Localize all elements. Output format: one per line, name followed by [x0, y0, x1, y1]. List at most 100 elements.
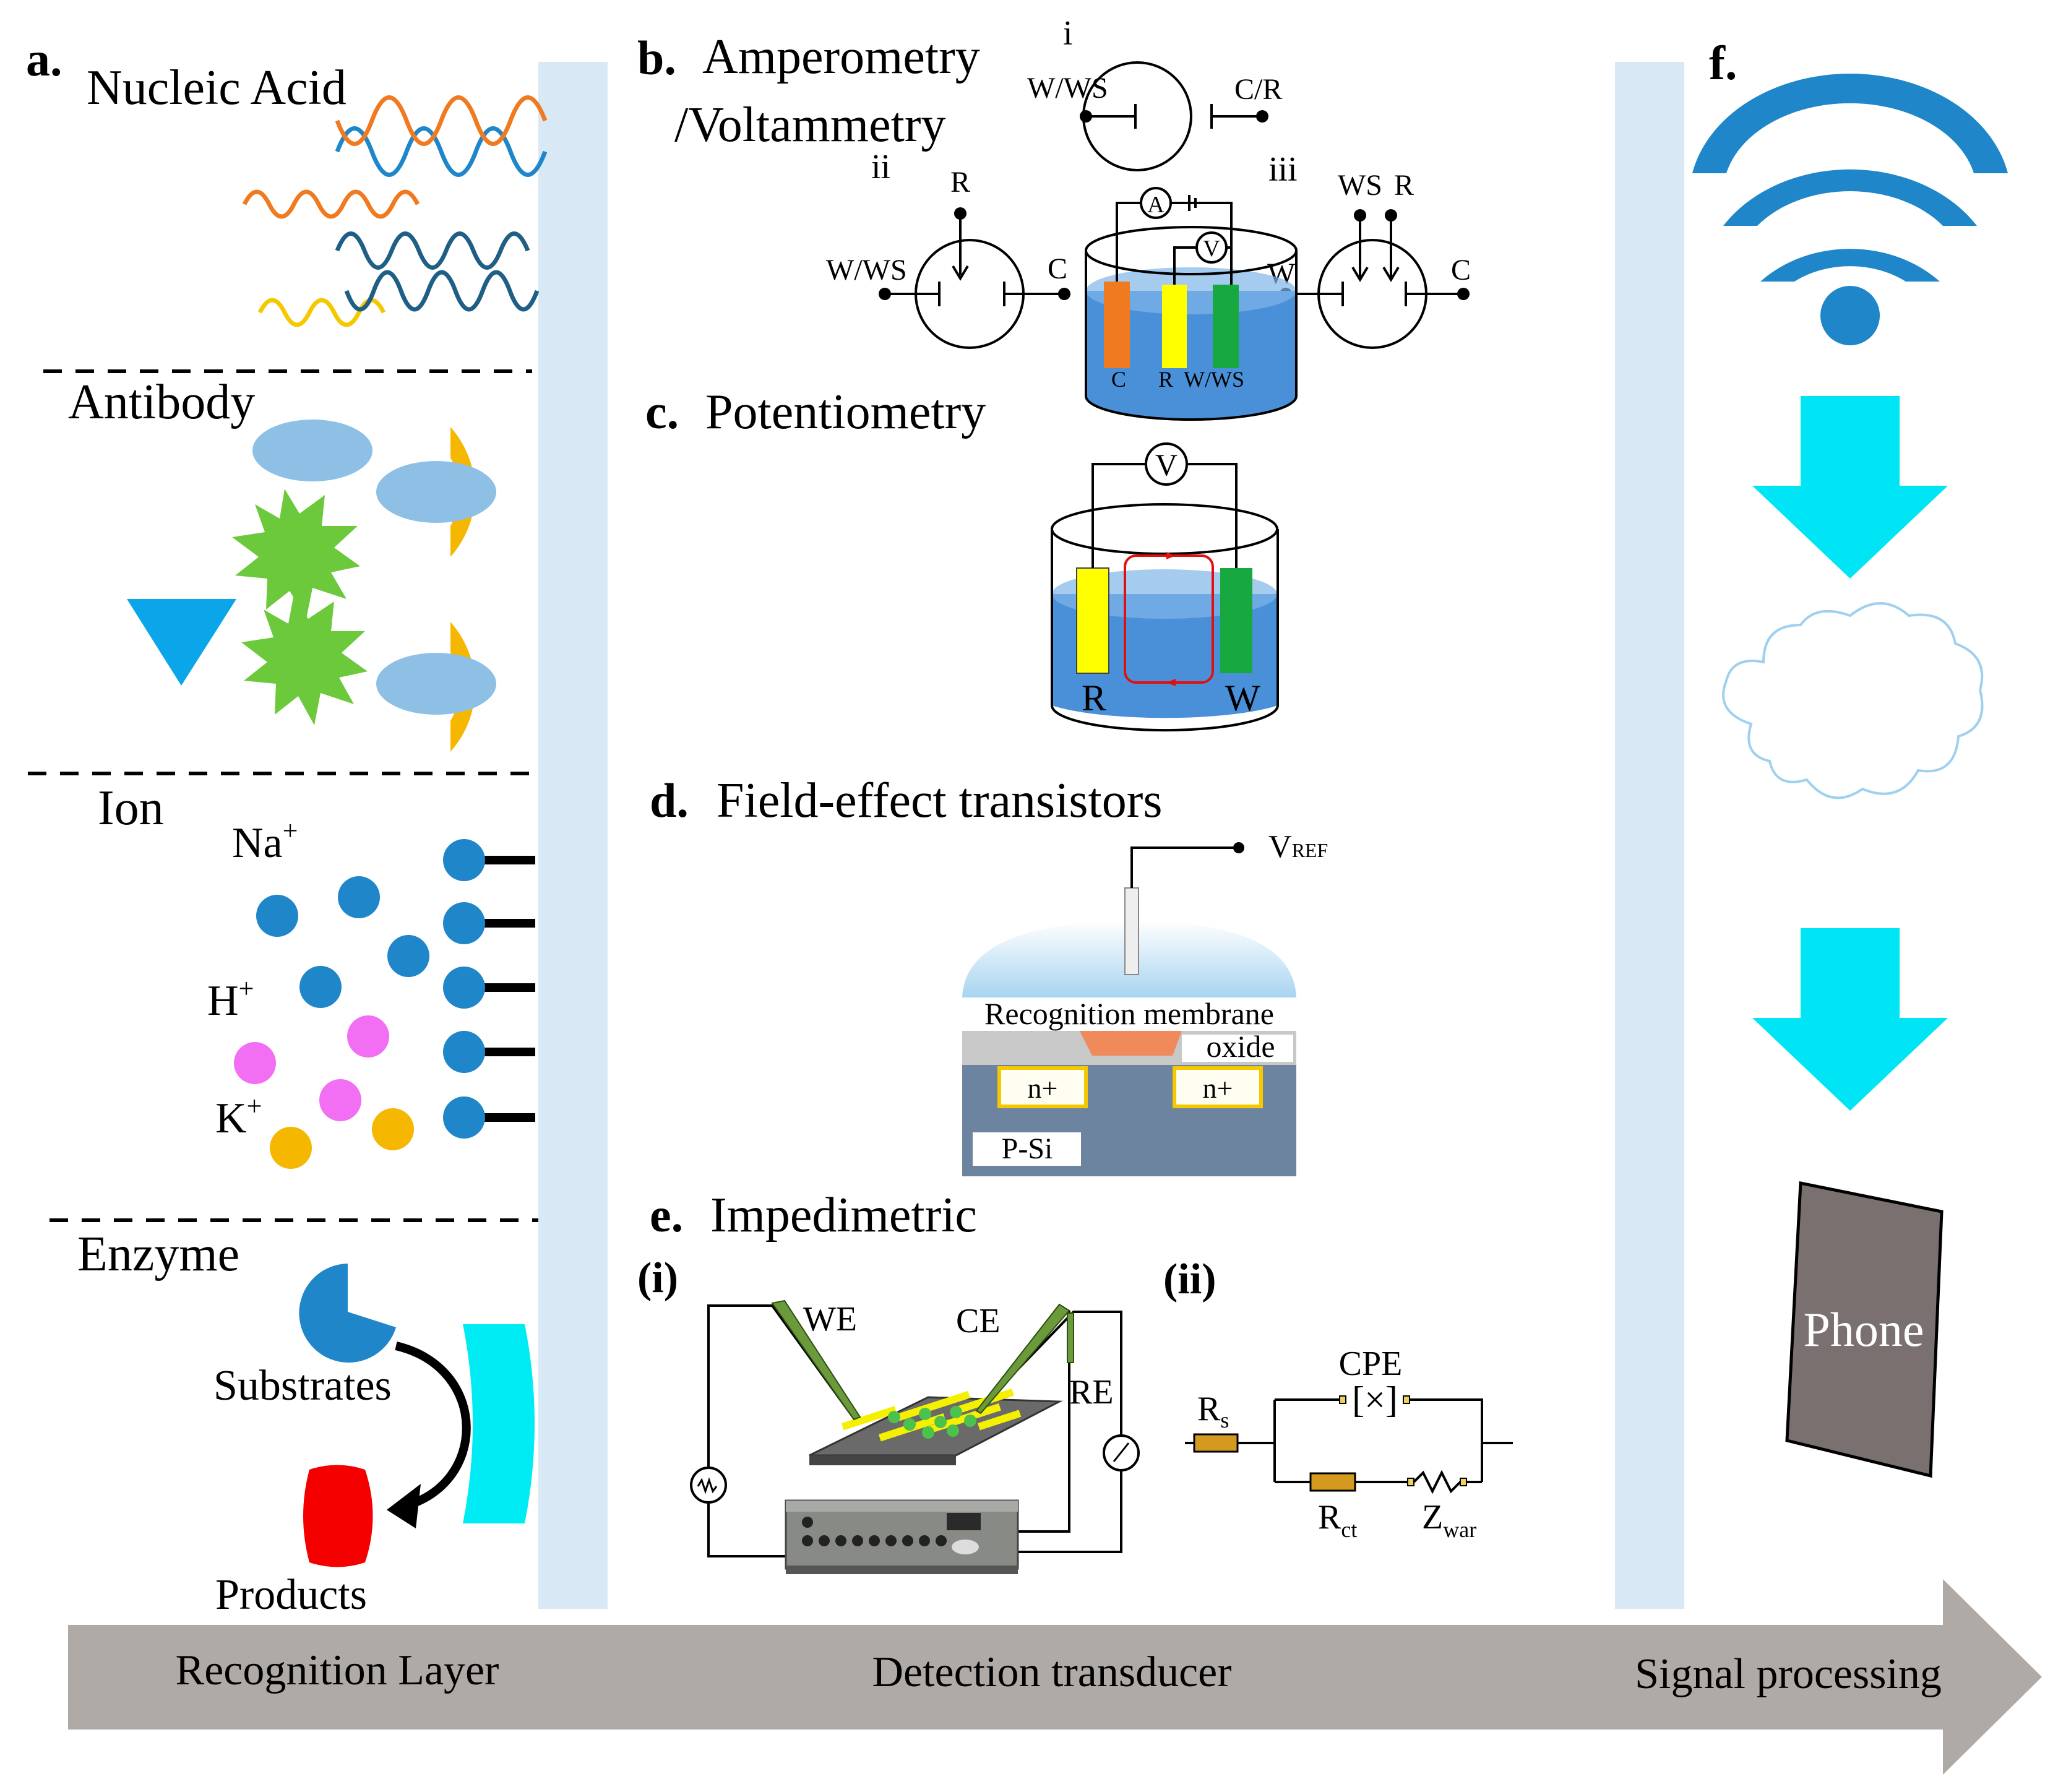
cpe-label: CPE: [1339, 1345, 1403, 1383]
ce-label: CE: [956, 1302, 1001, 1340]
wifi-icon: [1692, 74, 2008, 345]
resistor-rs: [1193, 1433, 1239, 1453]
psi-label: P-Si: [1002, 1132, 1053, 1165]
oxide-label: oxide: [1206, 1029, 1275, 1064]
panel-e-title: Impedimetric: [710, 1188, 977, 1243]
panel-a-letter: a.: [26, 32, 62, 86]
electrode-c-w: [1220, 568, 1252, 673]
rs-label: Rs: [1197, 1390, 1229, 1432]
free-ions: [234, 876, 429, 1169]
process-arrow: Recognition Layer Detection transducer S…: [68, 1579, 2042, 1775]
panel-f-letter: f.: [1709, 36, 1737, 90]
panel-c-letter: c.: [645, 385, 679, 439]
potentiostat: [785, 1499, 1019, 1574]
enzyme-label: Enzyme: [77, 1227, 239, 1282]
panel-e-letter: e.: [650, 1188, 683, 1242]
circuit-ii-right: C: [1048, 252, 1067, 285]
cpe-symbol: [×]: [1352, 1379, 1398, 1420]
electrode-r: [1162, 285, 1187, 368]
probe-ce: [975, 1303, 1070, 1415]
divider-left: [538, 62, 608, 1609]
antibody-label: Antibody: [68, 375, 255, 429]
beaker-c: V R W: [1051, 442, 1279, 732]
warburg-element: [1413, 1470, 1462, 1494]
green-star-1: [232, 489, 360, 619]
impedance-setup: WE CE RE: [690, 1299, 1140, 1574]
arrow-label-signal: Signal processing: [1635, 1650, 1942, 1698]
reaction-arrow: [395, 1342, 471, 1511]
enzyme-drawings: Substrates Products: [213, 1264, 535, 1619]
antigen-ellipse-1: [252, 420, 372, 481]
equivalent-circuit: [×] Rs CPE Rct Zwar: [1185, 1345, 1513, 1542]
electrode-c: [1104, 282, 1130, 368]
triangle-antigen: [127, 599, 236, 686]
panel-b-title-2: /Voltammetry: [674, 98, 945, 152]
panel-b: b. Amperometry /Voltammetry i W/WS C/R i…: [637, 14, 1471, 421]
recognition-membrane-layer: [962, 997, 1296, 1031]
arrow-label-detection: Detection transducer: [872, 1648, 1231, 1696]
products-label: Products: [215, 1571, 367, 1619]
vref-label: VREF: [1268, 829, 1328, 864]
down-arrow-icon-1: [1752, 396, 1948, 579]
ion-na-label: Na+: [232, 816, 298, 867]
circuit-iii-top-r: R: [1394, 169, 1414, 202]
ammeter: [1140, 187, 1172, 219]
antibody-drawings: [127, 420, 496, 752]
voltmeter-b: [1195, 231, 1228, 264]
panel-d-letter: d.: [650, 773, 689, 827]
panel-c: c. Potentiometry V R W: [645, 385, 1279, 732]
enzyme-crescent: [463, 1324, 535, 1523]
roman-ii: ii: [871, 148, 890, 186]
electrode-c-r-label: R: [1082, 678, 1106, 718]
voltmeter-b-label: V: [1203, 236, 1220, 262]
voltmeter-c-label: V: [1155, 447, 1177, 482]
green-star-2: [241, 594, 368, 725]
we-label: WE: [803, 1300, 857, 1338]
n-plus-left: [997, 1066, 1088, 1108]
roman-iii: iii: [1268, 150, 1298, 189]
panel-e: e. Impedimetric (i) (ii): [637, 1188, 1513, 1574]
ion-label: Ion: [98, 781, 164, 835]
zwar-label: Zwar: [1422, 1498, 1476, 1542]
circuit-ii-left: W/WS: [826, 254, 907, 286]
circuit-iii-right: C: [1451, 254, 1471, 286]
membrane-label: Recognition membrane: [984, 996, 1274, 1031]
ion-h-label: H+: [207, 973, 254, 1025]
ac-source: [690, 1467, 727, 1504]
electrode-w: [1213, 285, 1239, 368]
fet-device: VREF Recognition membrane oxide n+ n+ P-…: [962, 829, 1328, 1176]
panel-e-sub-i: (i): [637, 1254, 678, 1302]
antigen-ellipse-2: [376, 461, 496, 523]
down-arrow-icon-2: [1752, 928, 1948, 1111]
electrode-w-label: W/WS: [1184, 367, 1244, 392]
cloud-icon: [1722, 602, 1984, 799]
circuit-i-left: W/WS: [1027, 72, 1108, 105]
electrode-c-r: [1076, 567, 1109, 674]
circuit-ii-top: R: [950, 166, 970, 199]
panel-d: d. Field-effect transistors VREF Recogni…: [650, 773, 1328, 1176]
circuit-i-right: C/R: [1234, 73, 1282, 106]
n-plus-left-label: n+: [1028, 1072, 1058, 1104]
bound-ions: [443, 839, 535, 1139]
n-plus-right-label: n+: [1203, 1072, 1233, 1104]
substrate-pacman: [299, 1264, 396, 1363]
antigen-ellipse-3: [376, 653, 496, 715]
panel-c-title: Potentiometry: [705, 385, 986, 439]
electrode-c-label: C: [1111, 367, 1126, 392]
probe-we: [771, 1299, 861, 1421]
panel-e-sub-ii: (ii): [1163, 1256, 1216, 1303]
product-cylinder: [303, 1465, 373, 1567]
panel-b-letter: b.: [637, 31, 676, 85]
panel-f: f. Phone: [1692, 36, 2008, 1478]
beaker-b: A V C R W/WS: [1085, 187, 1298, 421]
roman-i: i: [1063, 14, 1073, 53]
n-plus-right: [1173, 1066, 1263, 1108]
arrow-label-recognition: Recognition Layer: [176, 1647, 499, 1694]
re-label: RE: [1069, 1373, 1114, 1411]
electrode-r-label: R: [1158, 367, 1173, 392]
resistor-rct: [1309, 1472, 1356, 1492]
electrode-c-w-label: W: [1225, 678, 1260, 718]
ion-k-label: K+: [215, 1091, 262, 1142]
divider-right: [1615, 62, 1684, 1609]
